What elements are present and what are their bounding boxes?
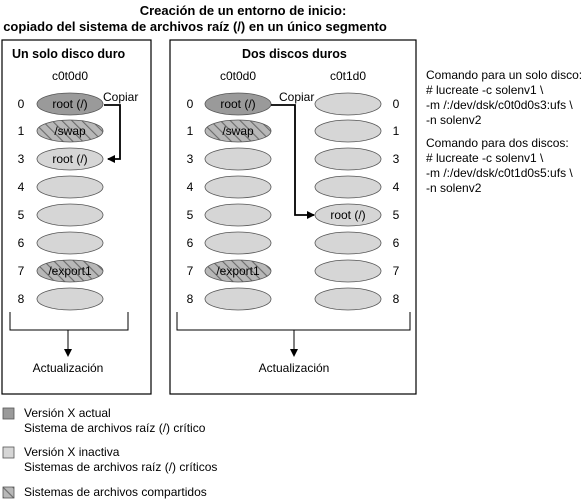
disks-layer: 0 root (/) 1/swap 3 root (/) 4 5 6 7/export1 8 0 ro…: [18, 92, 400, 311]
disk-slice-c0t1d0-6: [314, 231, 382, 255]
slice-number-c0t1d0-8: 8: [393, 292, 400, 306]
disk-slice-c0t0d0-5: [36, 203, 104, 227]
disk-slice-c0t1d0-3: [314, 147, 382, 171]
slice-number-c0t1d0-6: 6: [393, 236, 400, 250]
disk-slice-c0t0d0-8: [204, 287, 272, 311]
disk-slice-c0t1d0-7: [314, 259, 382, 283]
disk-slice-c0t1d0-0: [314, 92, 382, 116]
slice-number-c0t1d0-7: 7: [393, 264, 400, 278]
slice-label-c0t0d0-3: root (/): [52, 152, 87, 166]
copy-label-two: Copiar: [279, 90, 314, 104]
slice-number-c0t0d0-6: 6: [18, 236, 25, 250]
slice-label-c0t0d0-7: /export1: [216, 264, 260, 278]
slice-label-c0t1d0-5: root (/): [330, 208, 365, 222]
panel-single-disk-frame: [1, 39, 152, 395]
disk-slice-c0t0d0-3: [36, 147, 104, 171]
panel-two-disks-title: Dos discos duros: [242, 47, 347, 61]
disk-slice-c0t1d0-1: [314, 119, 382, 143]
slice-number-c0t0d0-3: 3: [18, 152, 25, 166]
disk-slice-c0t0d0-4: [36, 175, 104, 199]
legend-inactive-line1: Versión X inactiva: [24, 445, 120, 459]
legend-swatch-inactive: [2, 446, 15, 459]
update-bracket-two: [176, 312, 411, 331]
command-two-line2: -m /:/dev/dsk/c0t1d0s5:ufs \: [426, 166, 573, 180]
slice-number-c0t1d0-4: 4: [393, 180, 400, 194]
slice-label-c0t0d0-0: root (/): [52, 97, 87, 111]
command-two-line3: -n solenv2: [426, 181, 482, 195]
disk-slice-c0t0d0-1: [204, 119, 272, 143]
slice-number-c0t0d0-6: 6: [187, 236, 194, 250]
disk-slice-c0t0d0-4: [204, 175, 272, 199]
disk-slice-c0t0d0-6: [36, 231, 104, 255]
slice-number-c0t0d0-3: 3: [187, 152, 194, 166]
slice-number-c0t0d0-8: 8: [187, 292, 194, 306]
disk-slice-c0t0d0-8: [36, 287, 104, 311]
disk-name-single-c0t0d0: c0t0d0: [52, 69, 88, 83]
disk-slice-c0t1d0-4: [314, 175, 382, 199]
slice-label-c0t0d0-1: /swap: [54, 124, 86, 138]
disk-name-two-c0t1d0: c0t1d0: [330, 69, 366, 83]
command-single-heading: Comando para un solo disco:: [426, 68, 582, 82]
diagram-title-line1: Creación de un entorno de inicio:: [140, 3, 347, 18]
legend-swatch-active: [2, 407, 15, 420]
disk-slice-c0t0d0-7: [204, 259, 272, 283]
diagram-title-line2: copiado del sistema de archivos raíz (/)…: [3, 19, 387, 34]
slice-number-c0t1d0-5: 5: [393, 208, 400, 222]
disk-slice-c0t0d0-0: [204, 92, 272, 116]
legend-swatch-shared: [2, 486, 15, 499]
disk-slice-c0t0d0-7: [36, 259, 104, 283]
command-two-heading: Comando para dos discos:: [426, 136, 569, 150]
slice-number-c0t1d0-1: 1: [393, 124, 400, 138]
disk-slice-c0t1d0-5: [314, 203, 382, 227]
legend-inactive-line2: Sistemas de archivos raíz (/) críticos: [24, 460, 217, 474]
copy-label-single: Copiar: [103, 90, 138, 104]
slice-number-c0t0d0-5: 5: [18, 208, 25, 222]
slice-label-c0t0d0-1: /swap: [222, 124, 254, 138]
slice-number-c0t0d0-0: 0: [187, 97, 194, 111]
copy-arrow-two: [271, 104, 315, 219]
slice-number-c0t0d0-7: 7: [187, 264, 194, 278]
legend-active-line2: Sistema de archivos raíz (/) crítico: [24, 421, 206, 435]
command-single-line1: # lucreate -c solenv1 \: [426, 83, 544, 97]
slice-number-c0t0d0-8: 8: [18, 292, 25, 306]
copy-arrow-single: [104, 104, 121, 163]
disk-slice-c0t0d0-0: [36, 92, 104, 116]
panel-two-disks-frame: [169, 39, 417, 395]
legend-shared-line1: Sistemas de archivos compartidos: [24, 485, 207, 499]
slice-number-c0t1d0-0: 0: [393, 97, 400, 111]
disk-slice-c0t1d0-8: [314, 287, 382, 311]
slice-label-c0t0d0-7: /export1: [48, 264, 92, 278]
slice-number-c0t0d0-4: 4: [187, 180, 194, 194]
slice-number-c0t0d0-0: 0: [18, 97, 25, 111]
command-single-line2: -m /:/dev/dsk/c0t0d0s3:ufs \: [426, 98, 573, 112]
disk-slice-c0t0d0-6: [204, 231, 272, 255]
slice-number-c0t0d0-7: 7: [18, 264, 25, 278]
slice-number-c0t0d0-1: 1: [18, 124, 25, 138]
slice-number-c0t0d0-1: 1: [187, 124, 194, 138]
slice-number-c0t1d0-3: 3: [393, 152, 400, 166]
command-single-line3: -n solenv2: [426, 113, 482, 127]
disk-slice-c0t0d0-3: [204, 147, 272, 171]
disk-slice-c0t0d0-5: [204, 203, 272, 227]
panel-single-disk-title: Un solo disco duro: [12, 47, 126, 61]
update-bracket-single: [9, 312, 129, 331]
update-label-two: Actualización: [259, 361, 330, 375]
disk-slice-c0t0d0-1: [36, 119, 104, 143]
disk-name-two-c0t0d0: c0t0d0: [220, 69, 256, 83]
slice-number-c0t0d0-5: 5: [187, 208, 194, 222]
command-two-line1: # lucreate -c solenv1 \: [426, 151, 544, 165]
slice-number-c0t0d0-4: 4: [18, 180, 25, 194]
legend-active-line1: Versión X actual: [24, 406, 111, 420]
slice-label-c0t0d0-0: root (/): [220, 97, 255, 111]
update-label-single: Actualización: [33, 361, 104, 375]
